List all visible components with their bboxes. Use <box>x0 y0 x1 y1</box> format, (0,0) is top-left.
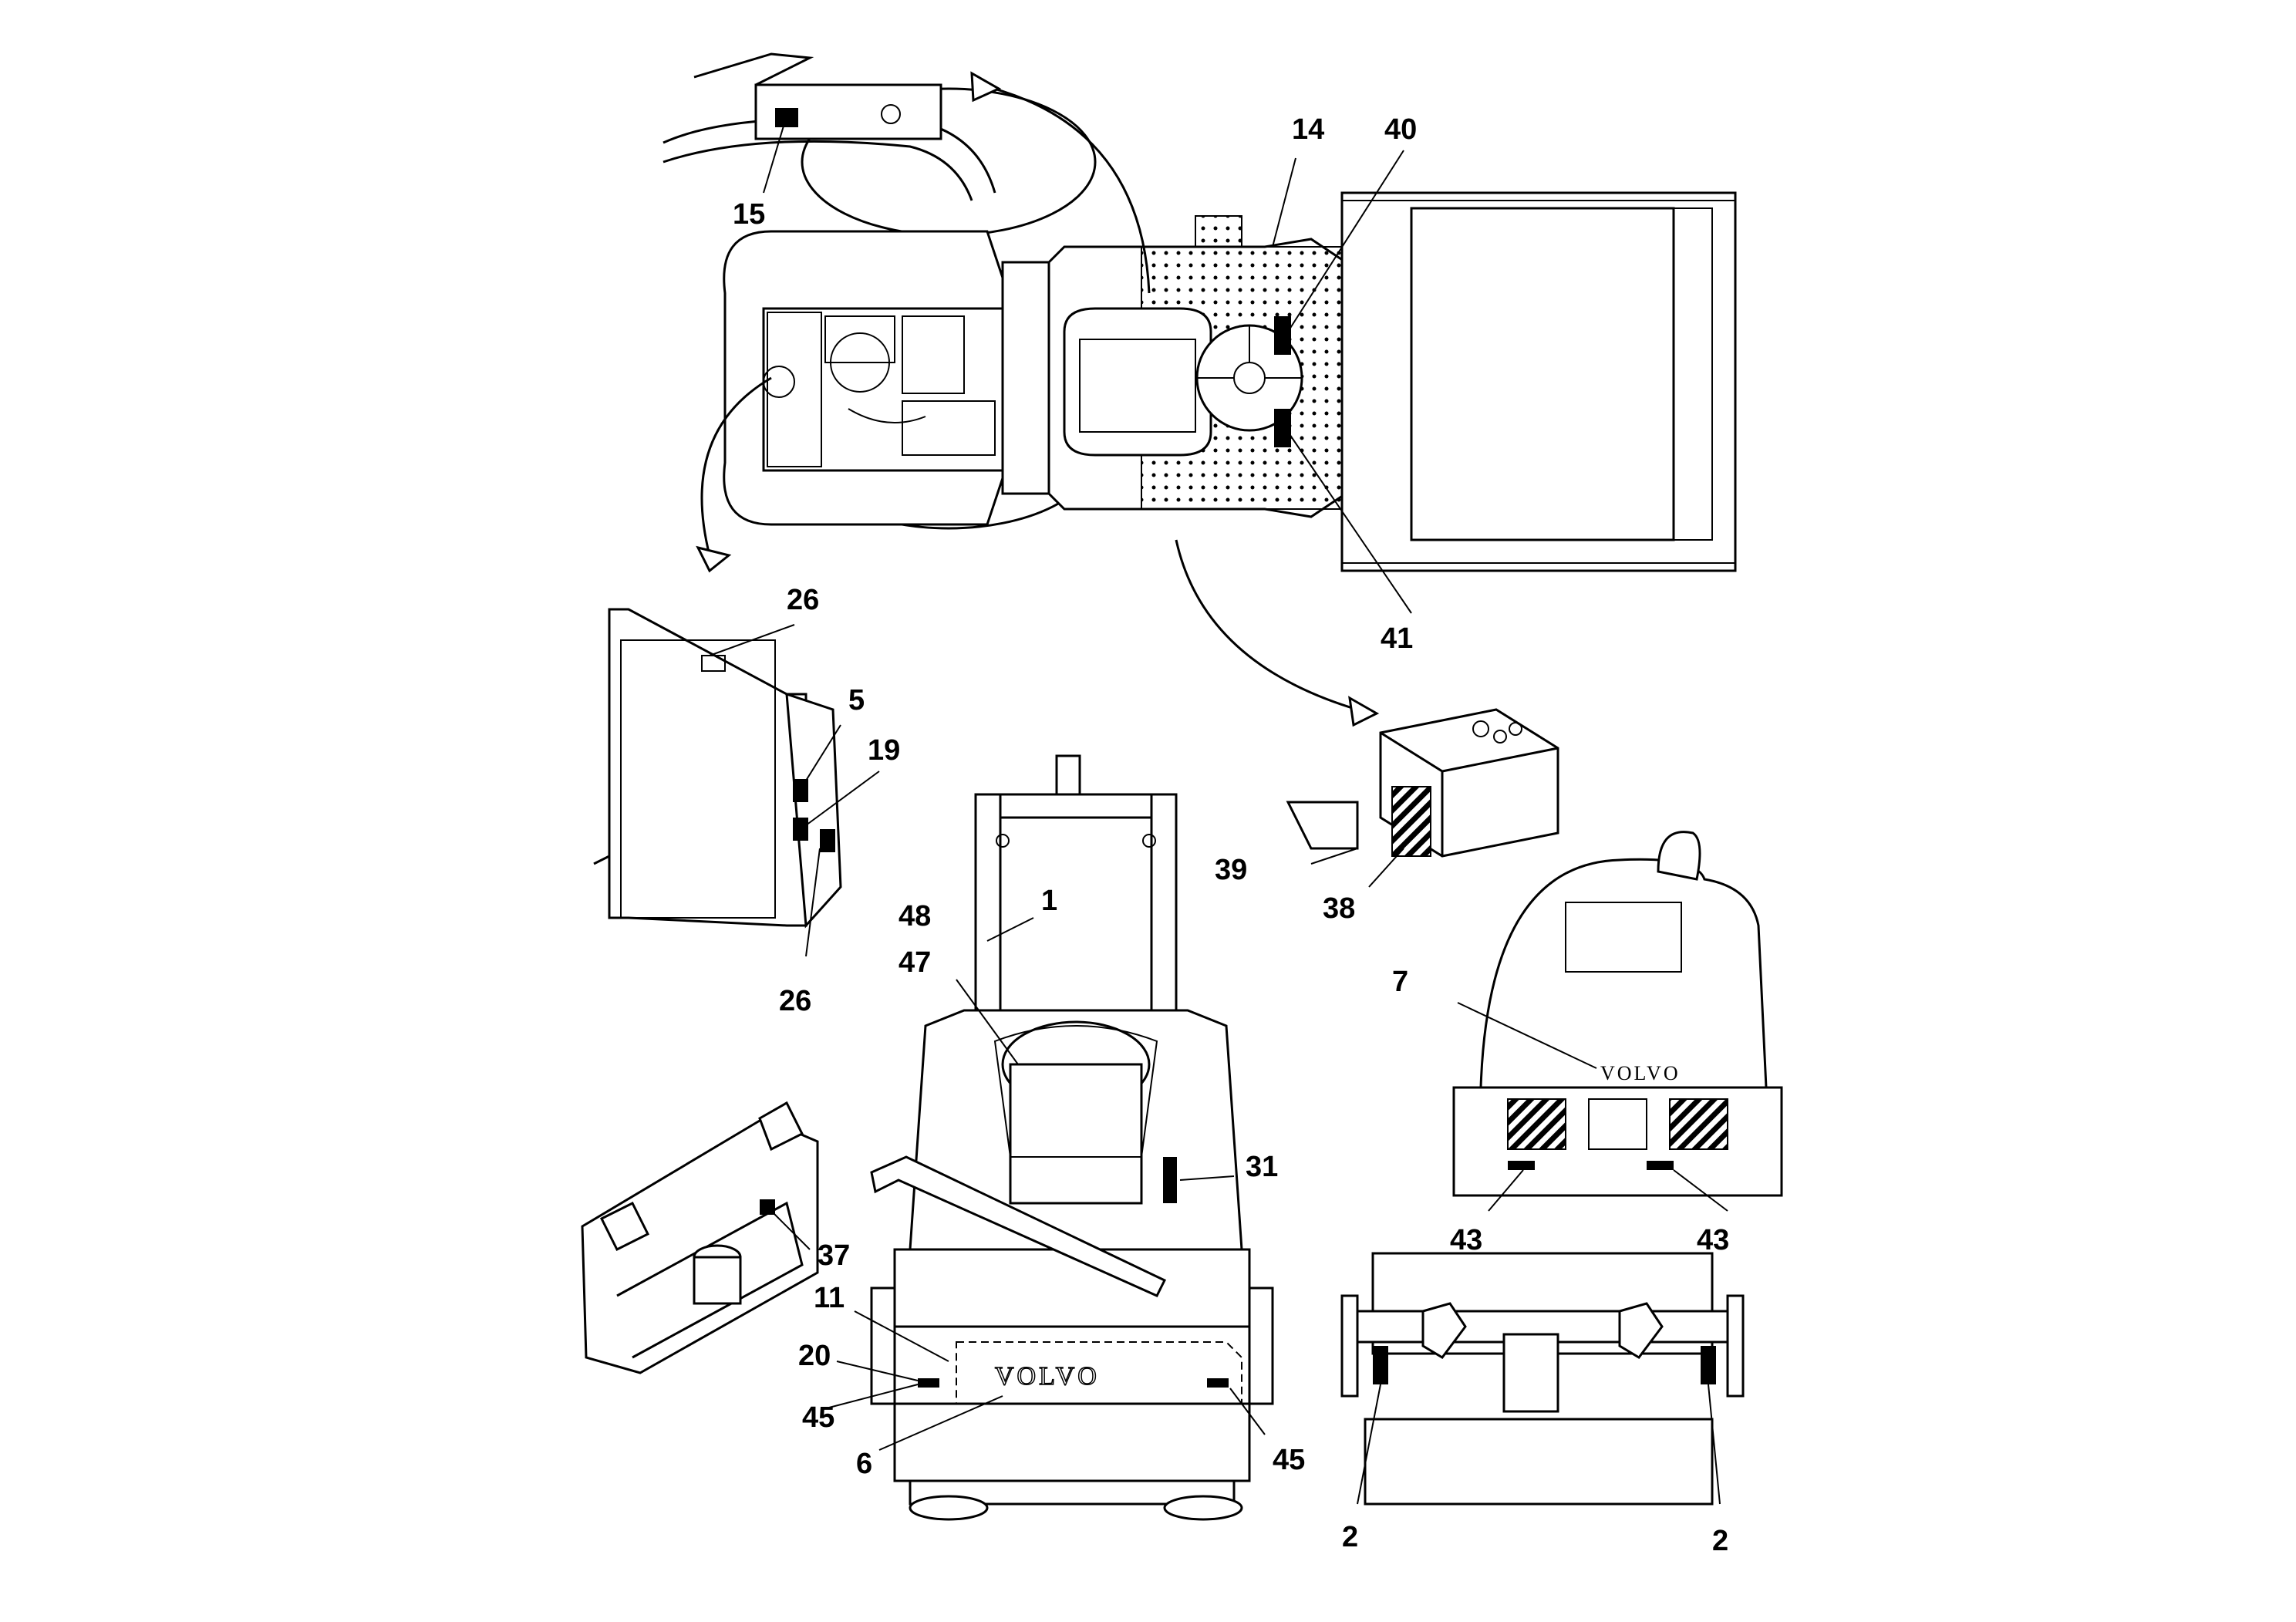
callout-37: 37 <box>818 1239 850 1272</box>
callout-11: 11 <box>814 1282 845 1314</box>
callout-38: 38 <box>1323 892 1355 925</box>
leader-lines <box>709 115 1728 1505</box>
callout-26-bottom: 26 <box>779 985 811 1017</box>
rear-brand-logo: VOLVO <box>1600 1062 1681 1084</box>
callout-45-left: 45 <box>802 1401 834 1434</box>
callout-39: 39 <box>1215 854 1247 886</box>
front-view-machine: VOLVO <box>870 754 1274 1521</box>
callout-43-left: 43 <box>1450 1224 1482 1256</box>
drum-frame-view <box>1340 1252 1745 1506</box>
callout-6: 6 <box>856 1448 872 1480</box>
callout-15: 15 <box>733 198 765 231</box>
rear-view-machine: VOLVO <box>1452 831 1783 1197</box>
callout-5: 5 <box>848 684 865 717</box>
callout-1: 1 <box>1041 885 1057 917</box>
callout-41: 41 <box>1381 622 1413 655</box>
seat-box-view <box>1286 708 1559 858</box>
bracket-view <box>581 1101 819 1374</box>
callout-26-top: 26 <box>787 584 819 616</box>
callout-43-right: 43 <box>1697 1224 1729 1256</box>
callout-14: 14 <box>1292 113 1324 146</box>
callout-48: 48 <box>899 900 931 932</box>
callout-2-right: 2 <box>1712 1525 1728 1557</box>
front-brand-logo: VOLVO <box>995 1362 1100 1391</box>
callout-7: 7 <box>1392 966 1408 998</box>
callout-40: 40 <box>1384 113 1417 146</box>
callout-19: 19 <box>868 734 900 767</box>
direction-arrow <box>870 1155 1167 1297</box>
callout-47: 47 <box>899 946 931 979</box>
curved-arrows <box>696 71 1380 727</box>
detail-15-view <box>663 52 996 201</box>
callout-45-right: 45 <box>1273 1444 1305 1476</box>
radiator-view <box>593 608 842 929</box>
top-view-machine <box>723 87 1737 572</box>
callout-2-left: 2 <box>1342 1521 1358 1553</box>
callout-20: 20 <box>798 1340 831 1372</box>
callout-31: 31 <box>1246 1151 1278 1183</box>
callout-labels: 15 14 40 41 26 5 19 26 39 38 1 48 47 7 3… <box>733 113 1729 1557</box>
